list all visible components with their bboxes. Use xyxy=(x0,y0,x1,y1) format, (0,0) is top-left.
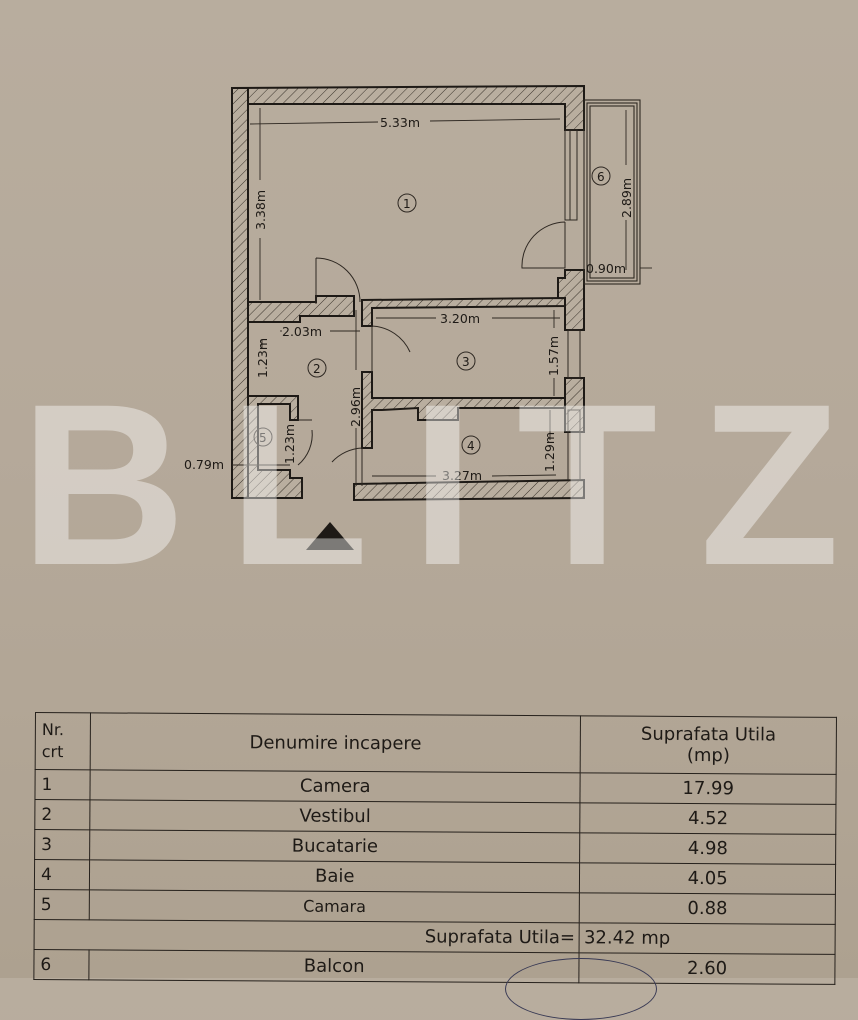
room-tag-6: 6 xyxy=(597,170,605,184)
dim-room1-width: 5.33m xyxy=(380,115,420,130)
dim-kitchen-height: 1.57m xyxy=(546,336,561,376)
table-row: 4 Baie 4.05 xyxy=(34,859,836,895)
room-tag-2: 2 xyxy=(313,362,321,376)
entrance-arrow-icon xyxy=(306,522,354,550)
dim-hall-width: 2.03m xyxy=(282,324,322,339)
header-area: Suprafata Utila (mp) xyxy=(580,715,837,775)
dim-room1-height: 3.38m xyxy=(253,190,268,230)
dim-balcony-width: 0.90m xyxy=(586,261,626,276)
room-tag-1: 1 xyxy=(403,197,411,211)
windows xyxy=(564,129,581,481)
table-row: 2 Vestibul 4.52 xyxy=(34,799,836,835)
dim-hall-height: 1.23m xyxy=(255,338,270,378)
table-header-row: Nr. crt Denumire incapere Suprafata Util… xyxy=(35,712,837,775)
row-nr: 4 xyxy=(34,859,90,890)
row-nr: 3 xyxy=(34,829,90,860)
row-nr: 6 xyxy=(33,949,90,980)
row-name: Camera xyxy=(90,769,581,803)
row-nr: 5 xyxy=(34,889,90,920)
table-row: 6 Balcon 2.60 xyxy=(33,949,836,985)
dim-kitchen-width: 3.20m xyxy=(440,311,480,326)
row-area: 0.88 xyxy=(579,892,836,925)
row-nr: 1 xyxy=(34,769,91,800)
area-table: Nr. crt Denumire incapere Suprafata Util… xyxy=(33,712,841,985)
dim-bath-width: 3.27m xyxy=(442,468,482,483)
row-area: 4.05 xyxy=(579,862,836,895)
header-nr: Nr. crt xyxy=(35,712,91,770)
room-tag-4: 4 xyxy=(467,439,475,453)
row-name: Camara xyxy=(89,889,580,923)
table-row: 5 Camara 0.88 xyxy=(34,889,836,925)
dim-storage-width: 0.79m xyxy=(184,457,224,472)
header-area-line2: (mp) xyxy=(686,744,730,767)
dim-balcony-height: 2.89m xyxy=(619,178,634,218)
room-tag-3: 3 xyxy=(462,355,470,369)
balcony-outline xyxy=(583,99,641,285)
header-area-line1: Suprafata Utila xyxy=(640,723,777,746)
total-row: Suprafata Utila= 32.42 mp xyxy=(34,919,836,955)
dimension-lines xyxy=(232,108,652,486)
table-row: 3 Bucatarie 4.98 xyxy=(34,829,836,865)
walls xyxy=(231,84,585,502)
dim-hall-length: 2.96m xyxy=(348,387,363,427)
row-name: Bucatarie xyxy=(89,829,581,863)
row-area: 4.52 xyxy=(580,802,836,835)
row-nr: 2 xyxy=(34,799,91,830)
row-name: Baie xyxy=(89,859,580,893)
header-nr-line1: Nr. xyxy=(41,720,65,740)
stamp xyxy=(505,958,657,1020)
floor-plan: 5.33m 3.38m 2.89m 0.90m 2.03m 1.23m 2.96… xyxy=(184,84,652,550)
row-area: 17.99 xyxy=(580,772,837,805)
table-row: 1 Camera 17.99 xyxy=(34,769,837,805)
room-tag-5: 5 xyxy=(259,431,267,445)
row-name: Vestibul xyxy=(89,799,581,833)
header-nr-line2: crt xyxy=(41,742,64,762)
room-tags xyxy=(253,166,611,455)
row-area: 4.98 xyxy=(579,832,836,865)
dim-bath-height: 1.29m xyxy=(542,432,557,472)
total-value: 32.42 mp xyxy=(579,922,836,955)
dim-storage-height: 1.23m xyxy=(282,424,297,464)
total-label: Suprafata Utila= xyxy=(34,919,580,953)
doors xyxy=(297,221,566,486)
header-name: Denumire incapere xyxy=(90,712,581,773)
